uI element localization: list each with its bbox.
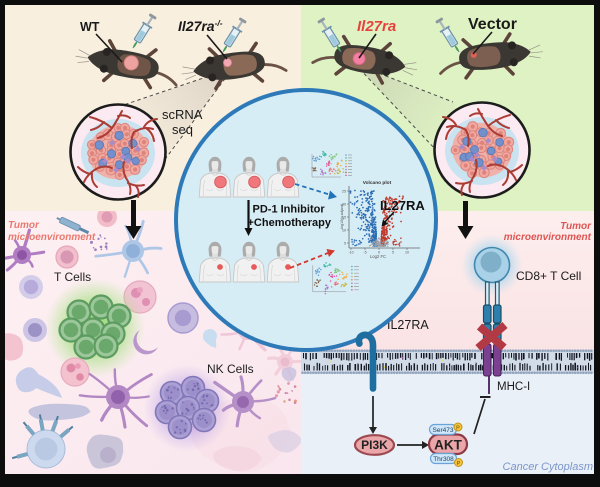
svg-text:Log2 FC: Log2 FC: [370, 254, 386, 259]
svg-text:25: 25: [342, 189, 346, 193]
svg-text:15: 15: [342, 215, 346, 219]
svg-text:IL27RA: IL27RA: [380, 198, 425, 213]
svg-text:seq: seq: [172, 122, 193, 137]
svg-text:CD8+ T Cell: CD8+ T Cell: [516, 269, 581, 283]
svg-text:PD-1 Inhibitor: PD-1 Inhibitor: [253, 204, 326, 216]
svg-text:+Chemotherapy: +Chemotherapy: [248, 217, 332, 229]
svg-text:Volcano plot: Volcano plot: [363, 180, 392, 186]
svg-text:5: 5: [344, 241, 346, 245]
svg-text:IL27RA: IL27RA: [387, 318, 429, 332]
svg-text:-5: -5: [363, 251, 366, 255]
svg-text:5: 5: [392, 251, 394, 255]
svg-text:0: 0: [378, 251, 380, 255]
svg-text:microenvironment: microenvironment: [504, 232, 592, 243]
svg-text:Ser473: Ser473: [433, 427, 454, 434]
svg-text:10: 10: [405, 251, 409, 255]
svg-text:-10: -10: [348, 251, 353, 255]
svg-text:20: 20: [342, 202, 346, 206]
svg-text:P: P: [456, 425, 460, 431]
svg-text:microenvironment: microenvironment: [8, 232, 96, 243]
svg-text:Vector: Vector: [468, 16, 517, 33]
svg-text:T Cells: T Cells: [54, 270, 91, 284]
svg-text:P: P: [457, 461, 461, 467]
svg-text:Il27ra-/-: Il27ra-/-: [178, 18, 223, 34]
svg-text:AKT: AKT: [434, 438, 462, 453]
svg-text:MHC-I: MHC-I: [497, 381, 530, 393]
svg-text:Tumor: Tumor: [560, 221, 592, 232]
svg-text:10: 10: [342, 228, 346, 232]
svg-text:Cancer Cytoplasm: Cancer Cytoplasm: [503, 461, 593, 473]
svg-text:-log10(p-adjust): -log10(p-adjust): [340, 203, 344, 230]
svg-text:Tumor: Tumor: [8, 220, 40, 231]
svg-text:PI3K: PI3K: [361, 438, 388, 452]
svg-text:NK Cells: NK Cells: [207, 362, 254, 376]
svg-text:Il27ra: Il27ra: [357, 18, 396, 35]
svg-text:scRNA: scRNA: [162, 107, 203, 122]
svg-text:Thr308: Thr308: [433, 456, 454, 463]
svg-text:WT: WT: [80, 20, 100, 34]
